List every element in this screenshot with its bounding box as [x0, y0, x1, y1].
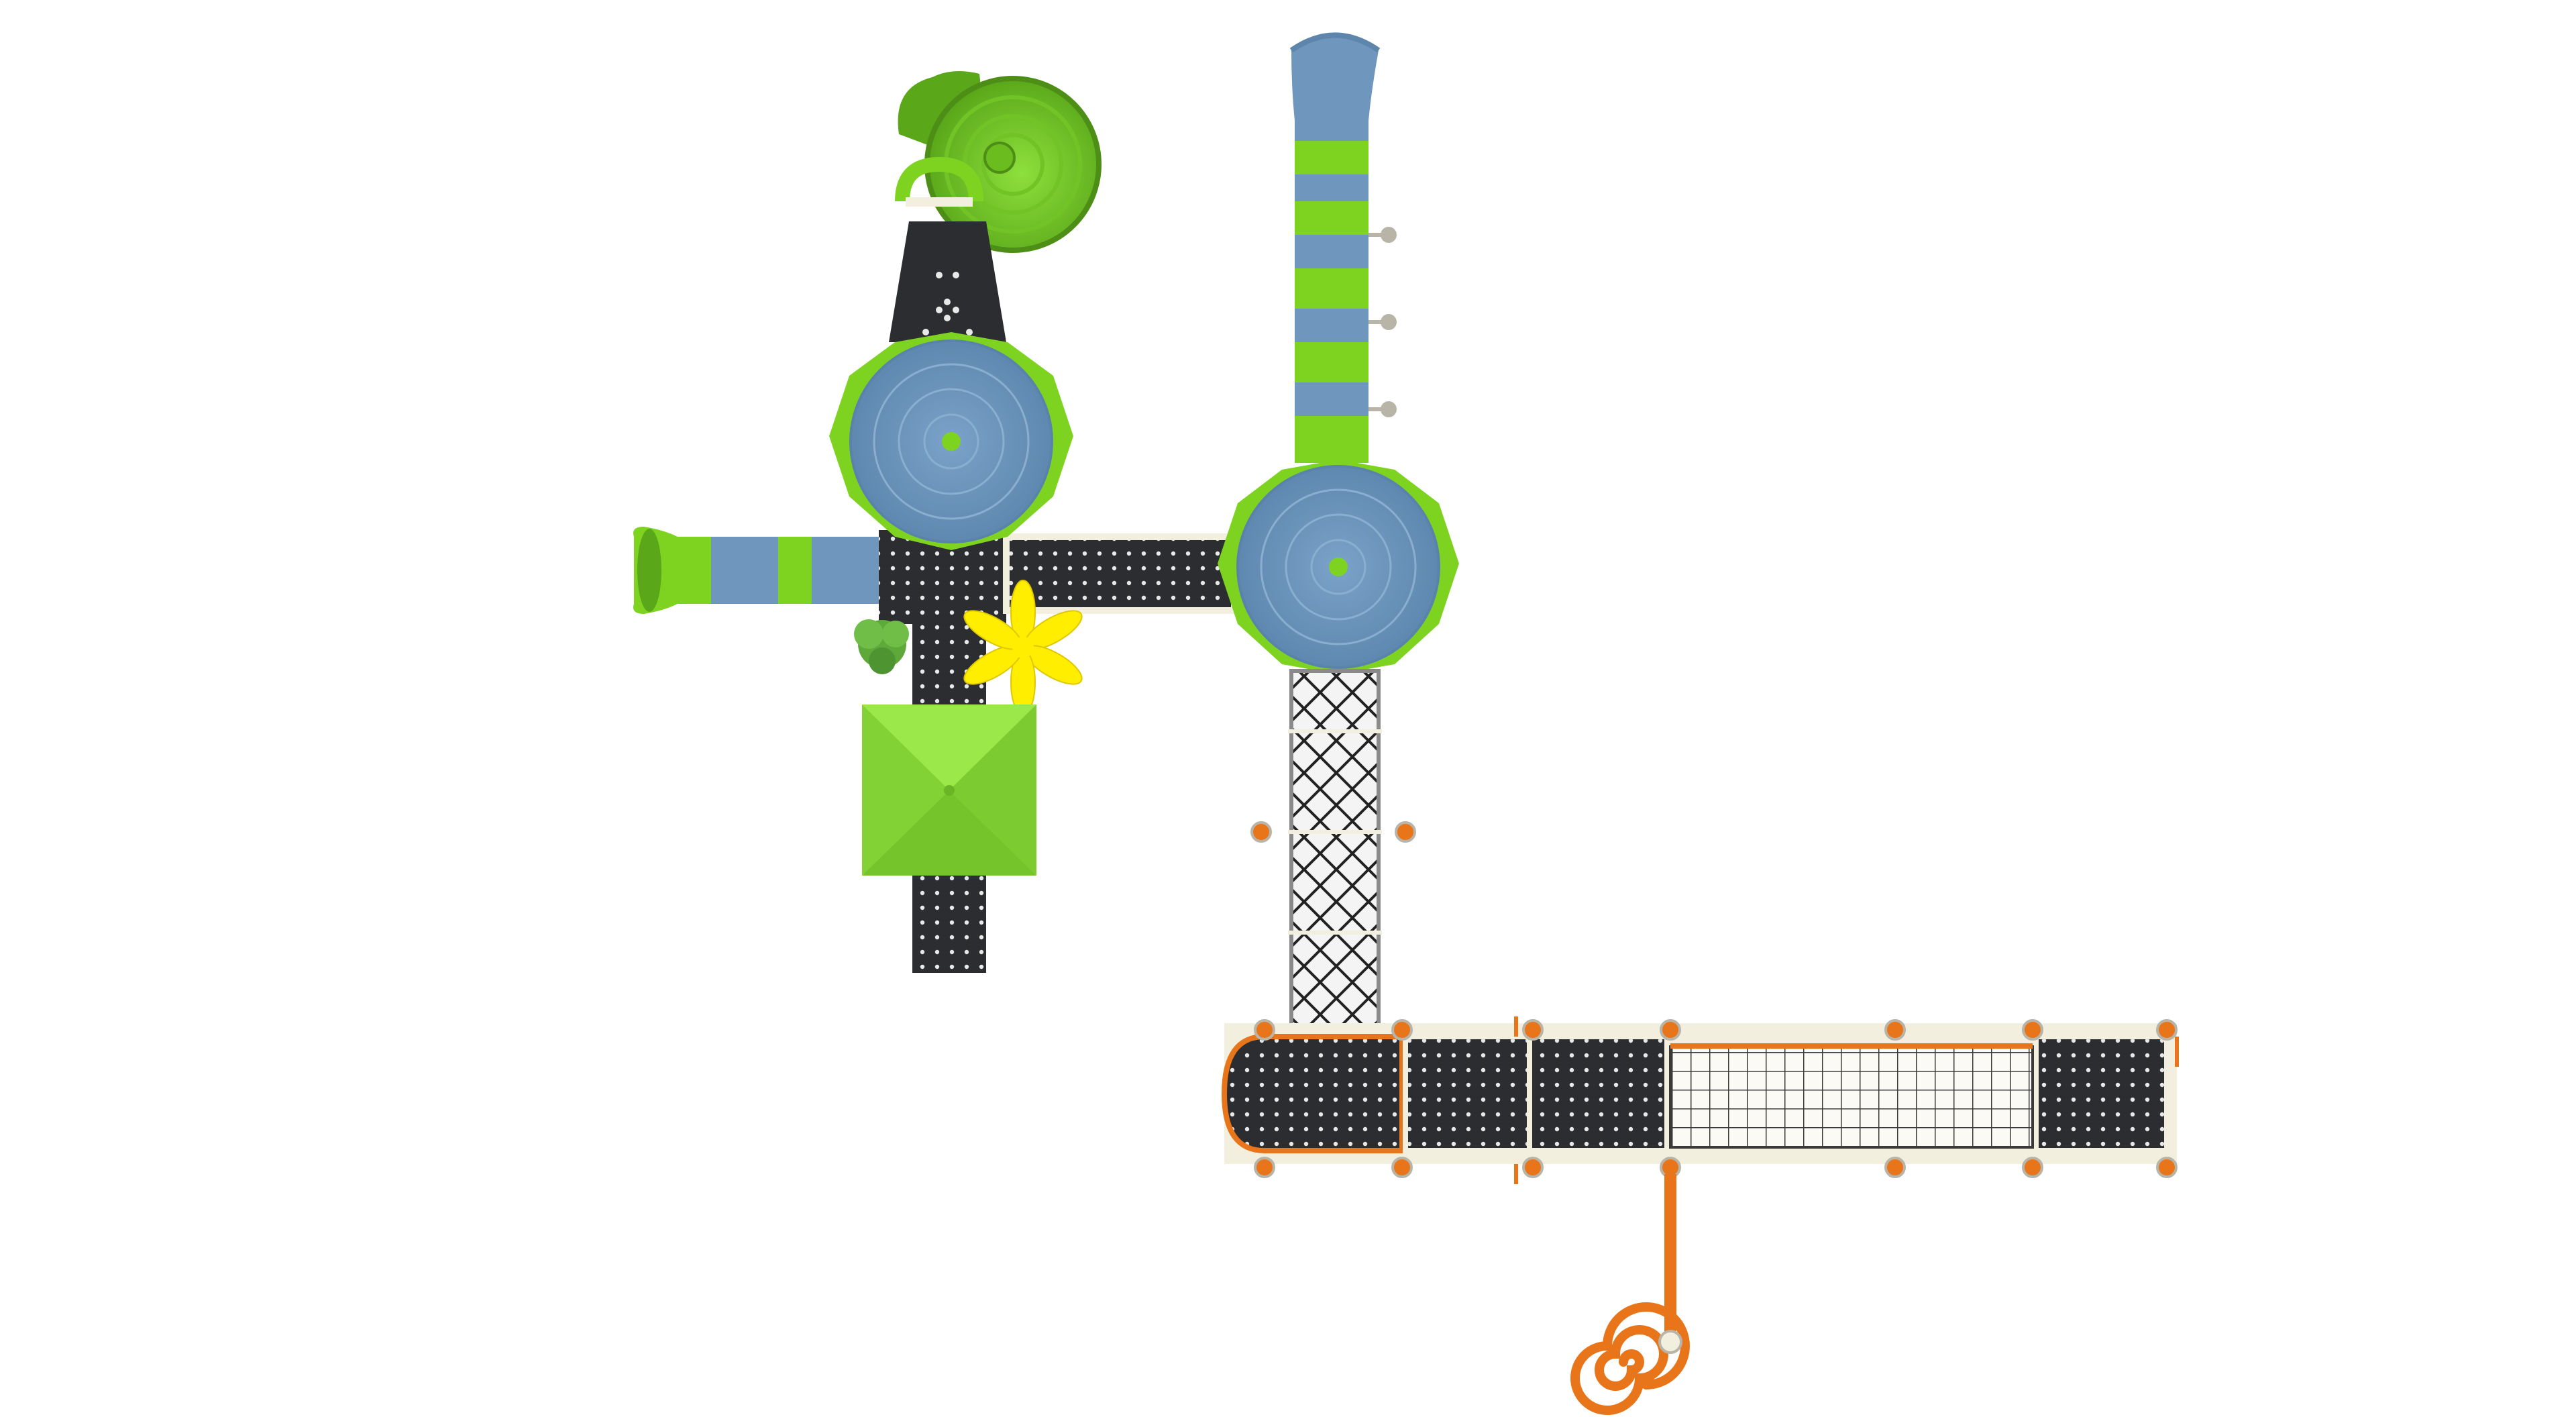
yellow-flower-icon — [963, 580, 1083, 715]
round-roof-icon — [1218, 460, 1459, 674]
bush-icon — [854, 619, 909, 674]
spiral-climber-icon — [1570, 1174, 1690, 1415]
pyramid-roof-icon — [862, 704, 1036, 876]
tube-slide-icon — [1289, 32, 1397, 463]
round-roof-icon — [829, 332, 1073, 550]
climbing-ladder-icon — [889, 221, 1006, 342]
deck-platform-icon — [1254, 1019, 2178, 1178]
tube-slide-icon — [633, 527, 879, 614]
rope-bridge-icon — [1669, 1043, 2034, 1149]
cargo-net-climber-icon — [1250, 669, 1416, 1032]
spiral-slide-icon — [895, 71, 1102, 253]
deck-platform-icon — [879, 530, 1238, 973]
